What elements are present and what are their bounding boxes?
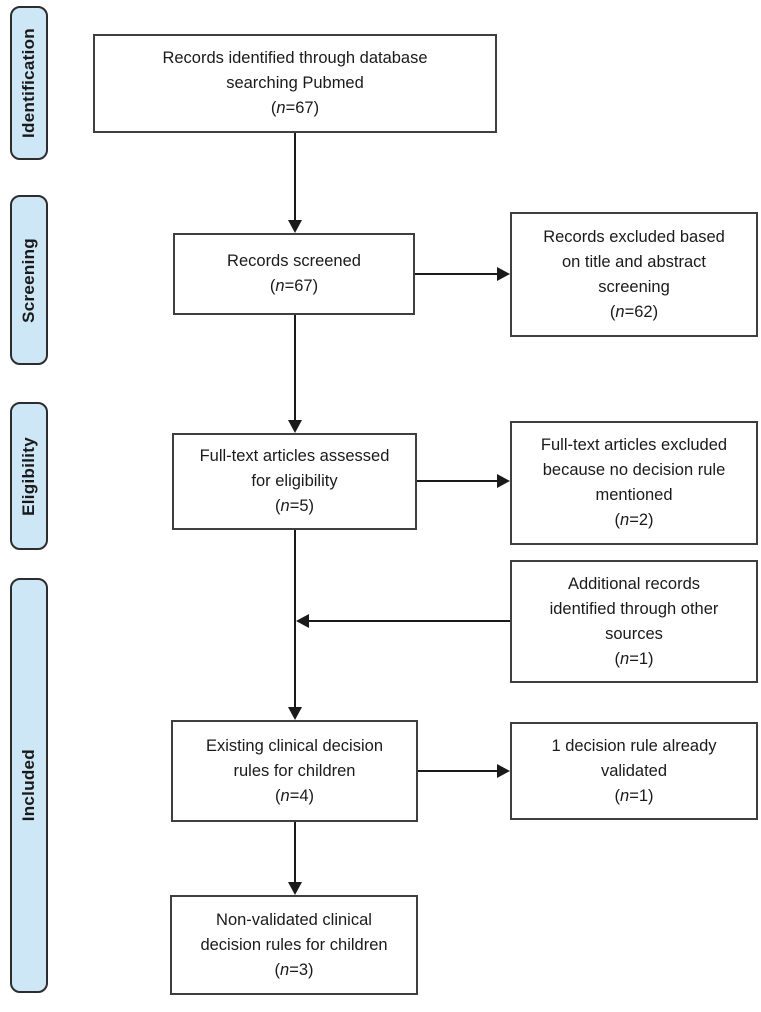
flow-box-validated-rule: 1 decision rule already validated (n=1) xyxy=(510,722,758,820)
arrow-screened-to-fulltext-line xyxy=(294,315,296,420)
box-text-line: rules for children xyxy=(233,761,356,780)
stage-eligibility: Eligibility xyxy=(10,402,48,550)
arrow-additional-to-flow-line xyxy=(309,620,510,622)
box-text-line: because no decision rule xyxy=(542,461,726,479)
stage-screening: Screening xyxy=(10,195,48,365)
arrow-additional-to-flow-head xyxy=(296,614,309,628)
arrow-existing-to-nonvalidated-line xyxy=(294,822,296,883)
box-text-line: Records excluded based xyxy=(543,227,725,246)
arrow-existing-to-nonvalidated-head xyxy=(288,882,302,895)
arrow-identified-to-screened-line xyxy=(294,133,296,221)
stage-included-label: Included xyxy=(19,749,38,822)
flow-box-additional-records: Additional records identified through ot… xyxy=(510,560,758,683)
box-text-line: identified through other xyxy=(549,599,719,618)
box-text-line: validated xyxy=(600,761,668,780)
box-text-line: Full-text articles excluded xyxy=(540,436,728,454)
flow-box-nonvalidated-rules: Non-validated clinical decision rules fo… xyxy=(170,895,418,995)
arrow-screened-to-fulltext-head xyxy=(288,420,302,433)
arrow-fulltext-to-existing-line xyxy=(294,530,296,707)
stage-eligibility-label: Eligibility xyxy=(19,436,38,516)
box-text-line: sources xyxy=(605,624,663,643)
box-text-line: Non-validated clinical xyxy=(216,910,372,929)
box-n-count: (n=2) xyxy=(614,511,654,529)
stage-included: Included xyxy=(10,578,48,993)
flow-box-fulltext-excluded: Full-text articles excluded because no d… xyxy=(510,421,758,545)
flow-box-existing-rules: Existing clinical decision rules for chi… xyxy=(171,720,418,822)
box-n-count: (n=67) xyxy=(270,99,320,117)
box-text-line: Full-text articles assessed xyxy=(199,447,390,465)
flow-box-fulltext-assessed: Full-text articles assessed for eligibil… xyxy=(172,433,417,530)
box-text-line: Additional records xyxy=(567,574,701,593)
arrow-existing-to-validated-head xyxy=(497,764,510,778)
arrow-screened-to-excluded-line xyxy=(415,273,497,275)
box-n-count: (n=67) xyxy=(269,277,319,295)
box-n-count: (n=1) xyxy=(614,649,654,668)
stage-identification: Identification xyxy=(10,6,48,160)
box-n-count: (n=5) xyxy=(275,497,314,515)
box-n-count: (n=62) xyxy=(609,302,659,321)
box-text-line: Records screened xyxy=(227,252,361,270)
box-n-count: (n=3) xyxy=(274,960,314,979)
flow-box-records-screened: Records screened (n=67) xyxy=(173,233,415,315)
box-text-line: on title and abstract xyxy=(561,252,706,271)
arrow-fulltext-to-excluded-line xyxy=(417,480,497,482)
arrow-fulltext-to-excluded-head xyxy=(497,474,510,488)
box-n-count: (n=4) xyxy=(275,786,314,805)
box-text-line: 1 decision rule already xyxy=(551,736,717,755)
flow-box-records-excluded: Records excluded based on title and abst… xyxy=(510,212,758,337)
box-text-line: decision rules for children xyxy=(200,935,388,954)
flow-box-records-identified: Records identified through database sear… xyxy=(93,34,497,133)
stage-identification-label: Identification xyxy=(19,28,38,138)
arrow-screened-to-excluded-head xyxy=(497,267,510,281)
box-n-count: (n=1) xyxy=(614,786,654,805)
box-text-line: Existing clinical decision xyxy=(206,736,383,755)
box-text-line: Records identified through database xyxy=(162,49,428,67)
stage-screening-label: Screening xyxy=(19,237,38,323)
arrow-identified-to-screened-head xyxy=(288,220,302,233)
box-text-line: for eligibility xyxy=(251,472,338,490)
box-text-line: screening xyxy=(598,277,670,296)
arrow-existing-to-validated-line xyxy=(418,770,497,772)
box-text-line: searching Pubmed xyxy=(226,74,364,92)
box-text-line: mentioned xyxy=(595,486,673,504)
arrow-fulltext-to-existing-head xyxy=(288,707,302,720)
